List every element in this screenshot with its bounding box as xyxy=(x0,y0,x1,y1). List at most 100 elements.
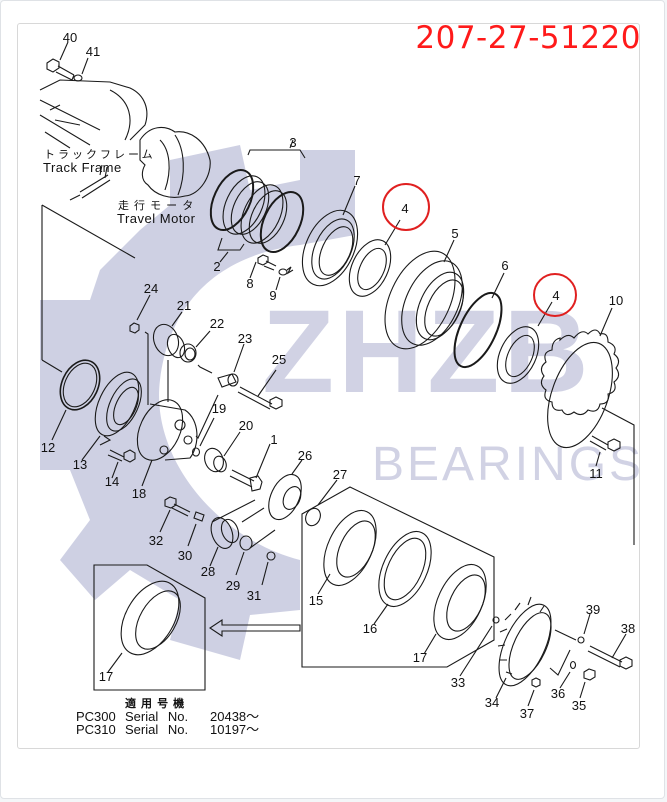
callout: 23 xyxy=(238,331,252,346)
bracket-left xyxy=(41,204,136,360)
part-number-title: 207-27-51220 xyxy=(415,20,641,56)
bearing-4-first xyxy=(348,219,401,297)
spacer-22 xyxy=(179,330,211,363)
callout-labels: 40 41 3 7 4 5 6 4 10 2 8 9 24 21 22 23 2… xyxy=(41,30,635,721)
callout: 3 xyxy=(289,135,296,150)
callout: 40 xyxy=(63,30,77,45)
taper-bearing-15 xyxy=(317,510,377,595)
callout: 1 xyxy=(270,432,277,447)
needle-bearing-20 xyxy=(204,431,241,473)
serial-number: 20438～ xyxy=(210,709,260,724)
callout: 25 xyxy=(272,352,286,367)
bolt-8 xyxy=(257,254,277,271)
callout: 5 xyxy=(451,226,458,241)
applicability-heading: 適 用 号 機 xyxy=(125,698,186,710)
callout: 22 xyxy=(210,316,224,331)
callout: 36 xyxy=(551,686,565,701)
callout: 17 xyxy=(413,650,427,665)
planet-shaft-1 xyxy=(229,443,271,492)
callout: 24 xyxy=(144,281,158,296)
callout: 2 xyxy=(213,259,220,274)
watermark-gear-icon xyxy=(40,145,355,660)
plug-35 xyxy=(579,668,596,699)
o-ring-12 xyxy=(51,359,101,441)
collar-29 xyxy=(235,535,253,576)
callout: 18 xyxy=(132,486,146,501)
callout: 32 xyxy=(149,533,163,548)
seal-ring-group-2-3 xyxy=(209,139,306,263)
callout: 9 xyxy=(269,288,276,303)
taper-bearing-17 xyxy=(423,564,487,655)
track-frame-label-jp: トラックフレーム xyxy=(44,149,156,161)
thrust-washer-27 xyxy=(305,479,338,527)
bolt-11 xyxy=(589,435,621,467)
washer-39 xyxy=(577,636,585,644)
plug-31 xyxy=(249,529,276,586)
callout: 39 xyxy=(586,602,600,617)
callout: 29 xyxy=(226,578,240,593)
callout: 14 xyxy=(105,474,119,489)
sprocket-10 xyxy=(540,307,620,449)
thrust-plate-26 xyxy=(268,459,303,521)
inset-frame xyxy=(93,564,206,691)
plug-37 xyxy=(527,677,541,707)
bearing-set-frame xyxy=(301,486,495,668)
callout: 33 xyxy=(451,675,465,690)
callout: 27 xyxy=(333,467,347,482)
callout: 11 xyxy=(589,466,603,481)
travel-motor-label-jp: 走 行 モ ー タ xyxy=(118,200,195,212)
callout: 19 xyxy=(212,401,226,416)
bolt-38 xyxy=(587,633,633,670)
hub-5 xyxy=(384,239,465,350)
serial-label: Serial No. xyxy=(125,722,189,737)
callout: 28 xyxy=(201,564,215,579)
washer-9 xyxy=(278,268,288,276)
needle-bearing-21 xyxy=(152,311,186,402)
washer-19 xyxy=(191,447,201,457)
callout: 26 xyxy=(298,448,312,463)
callout: 37 xyxy=(520,706,534,721)
bolt-14 xyxy=(99,435,136,479)
pin-30 xyxy=(187,511,205,547)
travel-motor-label-en: Travel Motor xyxy=(117,211,196,226)
callout: 41 xyxy=(86,44,100,59)
travel-motor-sketch xyxy=(139,126,211,198)
callout: 35 xyxy=(572,698,586,713)
callout: 15 xyxy=(309,593,323,608)
bracket-right xyxy=(601,407,635,545)
pin-23 xyxy=(197,343,245,388)
callout: 31 xyxy=(247,588,261,603)
callout: 4 xyxy=(552,288,559,303)
model-name: PC300 xyxy=(76,709,116,724)
nut-24 xyxy=(129,294,151,405)
bearing-cone-16 xyxy=(373,531,432,625)
callout: 12 xyxy=(41,440,55,455)
bolt-25 xyxy=(237,369,283,410)
callout: 38 xyxy=(621,621,635,636)
track-frame-sketch xyxy=(39,79,148,201)
highlight-circle-part-4-first xyxy=(382,183,430,231)
ring-gear-34 xyxy=(495,596,552,699)
o-ring-33 xyxy=(492,616,500,624)
needle-bearing-28 xyxy=(209,499,265,567)
model-name: PC310 xyxy=(76,722,116,737)
callout: 16 xyxy=(363,621,377,636)
serial-label: Serial No. xyxy=(125,709,189,724)
callout: 17 xyxy=(99,669,113,684)
callout: 34 xyxy=(485,695,499,710)
planet-carrier-18 xyxy=(136,394,219,487)
callout: 13 xyxy=(73,457,87,472)
watermark-subtitle: BEARINGS xyxy=(372,438,644,491)
highlight-circle-part-4-second xyxy=(533,273,577,317)
callout: 8 xyxy=(246,276,253,291)
callout: 10 xyxy=(609,293,623,308)
bolt-32 xyxy=(159,496,191,533)
callout: 30 xyxy=(178,548,192,563)
track-frame-label-en: Track Frame xyxy=(43,160,122,175)
o-ring-6 xyxy=(453,272,505,369)
floating-seal-7 xyxy=(301,185,359,287)
roller-bearing-13 xyxy=(81,371,142,461)
o-ring-36 xyxy=(569,660,577,670)
